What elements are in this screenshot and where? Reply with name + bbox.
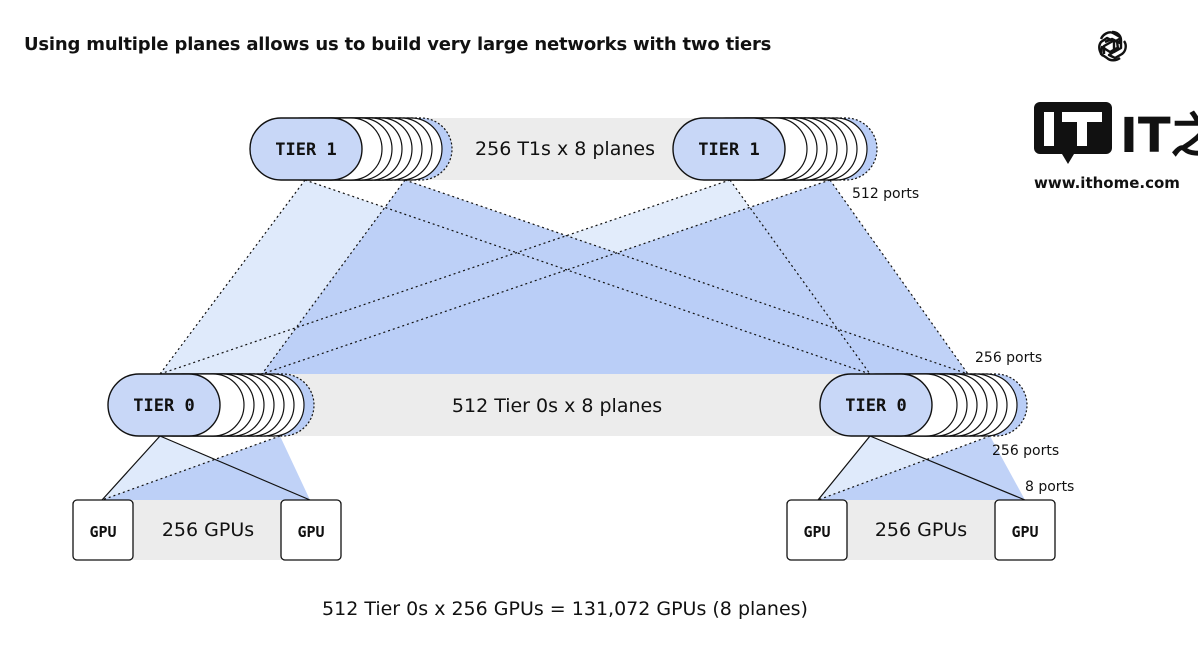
ithome-url: www.ithome.com (1034, 174, 1180, 192)
gpu-box-left-1: GPU (72, 499, 134, 561)
gpu-box-left-2: GPU (280, 499, 342, 561)
tier1-switch-stack-left: TIER 1 (249, 117, 453, 181)
gpu-fan-left-mid (102, 436, 310, 500)
ithome-watermark: IT之家 www.ithome.com (1032, 98, 1204, 194)
ithome-brand-text: IT之家 (1120, 108, 1198, 164)
tier1-label-right: TIER 1 (698, 140, 759, 160)
fan-t1r-mid (262, 180, 968, 374)
tier0-uplink-ports-label: 256 ports (975, 350, 1042, 366)
openai-logo-icon (1098, 30, 1127, 62)
tier0-switch-stack-left: TIER 0 (107, 373, 315, 437)
gpu-fan-right-mid (818, 436, 1025, 500)
tier0-label-left: TIER 0 (133, 396, 194, 416)
gpu-box-right-2: GPU (994, 499, 1056, 561)
gpu-band-right (815, 500, 1027, 560)
gpu-label: GPU (1011, 523, 1038, 541)
gpu-link-left-3 (101, 435, 281, 501)
gpu-label: GPU (297, 523, 324, 541)
gpu-band-label-left: 256 GPUs (162, 519, 254, 541)
tier1-switch-stack-right: TIER 1 (672, 117, 878, 181)
tier0-label-right: TIER 0 (845, 396, 906, 416)
tier0-band-label: 512 Tier 0s x 8 planes (452, 395, 662, 417)
tier0-downlink-ports-label: 256 ports (992, 443, 1059, 459)
gpu-link-left-1 (101, 435, 161, 501)
gpu-box-right-1: GPU (786, 499, 848, 561)
tier0-switch-stack-right: TIER 0 (819, 373, 1028, 437)
ithome-logo-icon: IT之家 (1034, 102, 1204, 164)
gpu-link-right-3 (817, 435, 991, 501)
fan-dotted-edges (159, 179, 969, 375)
gpu-band-left (100, 500, 312, 560)
summary-text: 512 Tier 0s x 256 GPUs = 131,072 GPUs (8… (322, 598, 808, 620)
tier1-ports-label: 512 ports (852, 186, 919, 202)
gpu-ports-label: 8 ports (1025, 479, 1074, 495)
gpu-link-right-1 (817, 435, 871, 501)
gpu-band-label-right: 256 GPUs (875, 519, 967, 541)
gpu-label: GPU (89, 523, 116, 541)
gpu-label: GPU (803, 523, 830, 541)
gpu-link-right-2 (869, 435, 1026, 501)
gpu-link-left-2 (159, 435, 311, 501)
tier1-band-label: 256 T1s x 8 planes (475, 138, 655, 160)
tier1-label-left: TIER 1 (275, 140, 336, 160)
page-title: Using multiple planes allows us to build… (24, 34, 772, 55)
